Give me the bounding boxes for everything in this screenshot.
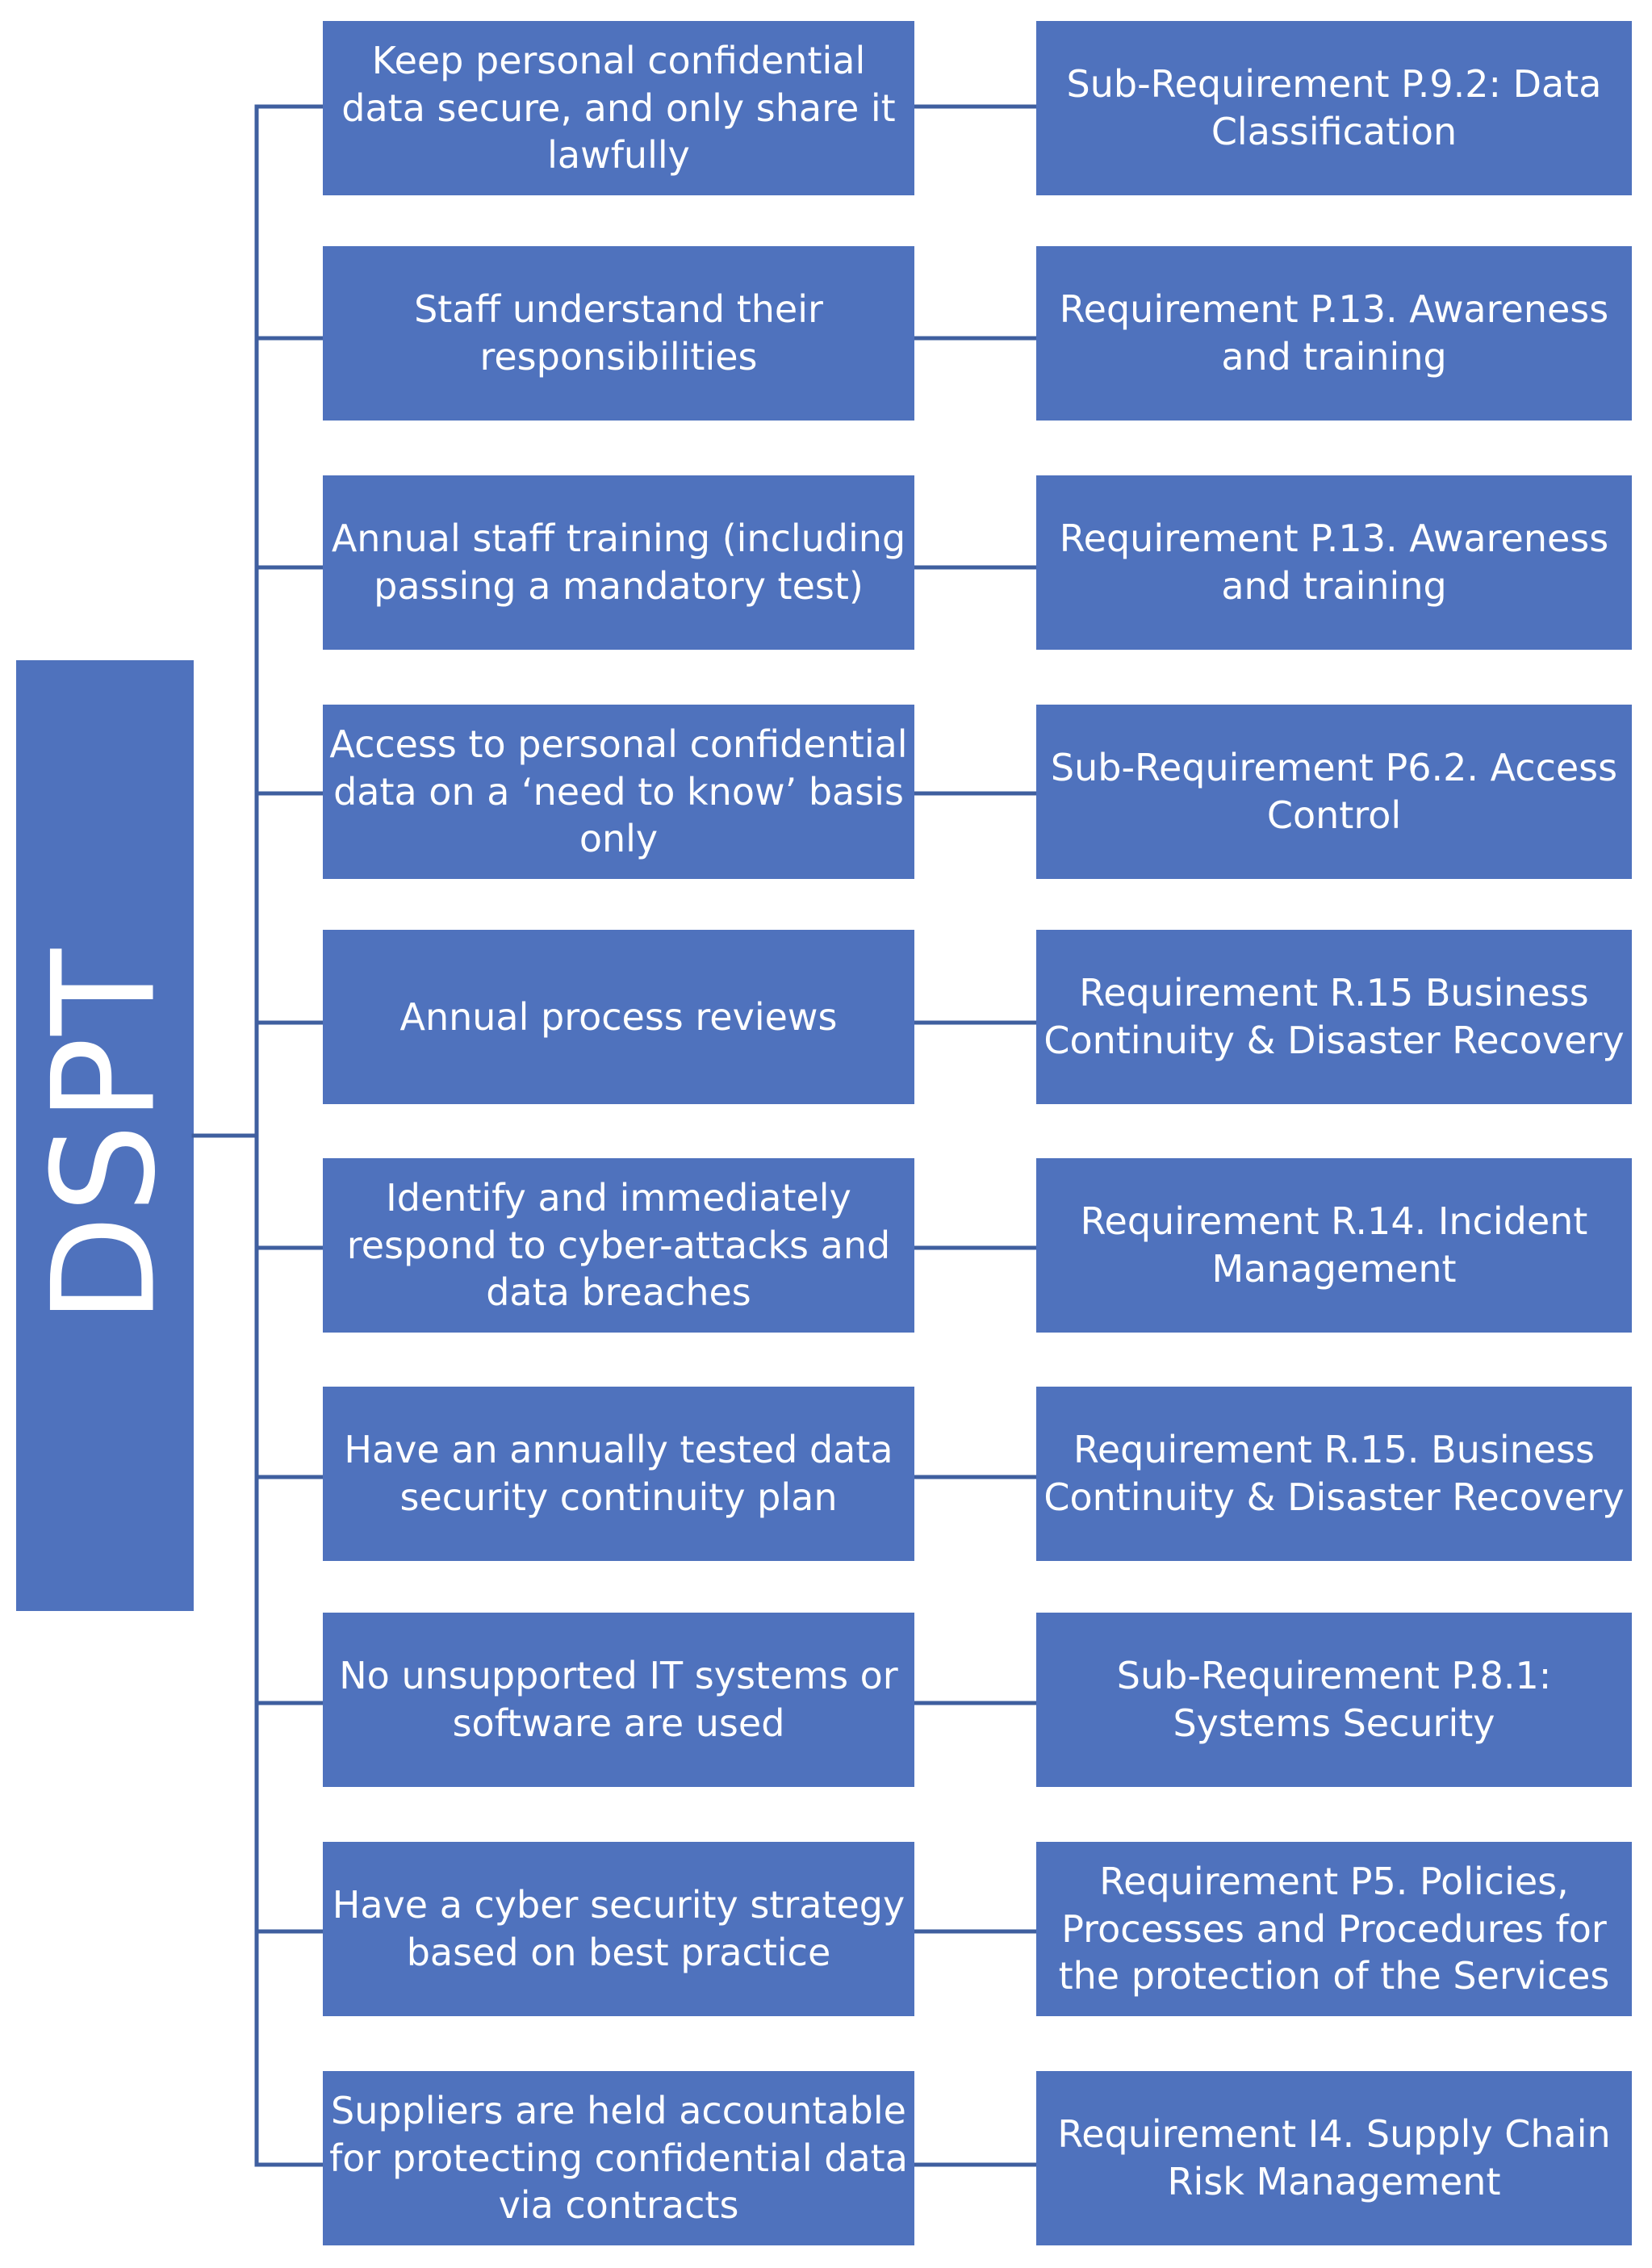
goal-box: Have an annually tested data security co… xyxy=(323,1387,914,1561)
requirement-box: Requirement R.15 Business Continuity & D… xyxy=(1036,930,1632,1104)
requirement-box: Requirement R.15. Business Continuity & … xyxy=(1036,1387,1632,1561)
goal-box: Keep personal confidential data secure, … xyxy=(323,21,914,195)
requirement-box: Sub-Requirement P.8.1: Systems Security xyxy=(1036,1613,1632,1787)
requirement-box: Requirement R.14. Incident Management xyxy=(1036,1158,1632,1333)
goal-box: No unsupported IT systems or software ar… xyxy=(323,1613,914,1787)
goal-box: Suppliers are held accountable for prote… xyxy=(323,2071,914,2245)
requirement-box: Requirement P5. Policies, Processes and … xyxy=(1036,1842,1632,2016)
root-node-dspt: DSPT xyxy=(16,660,194,1611)
goal-box: Access to personal confidential data on … xyxy=(323,705,914,879)
goal-box: Staff understand their responsibilities xyxy=(323,246,914,421)
requirement-box: Sub-Requirement P.9.2: Data Classificati… xyxy=(1036,21,1632,195)
requirement-box: Sub-Requirement P6.2. Access Control xyxy=(1036,705,1632,879)
requirement-box: Requirement I4. Supply Chain Risk Manage… xyxy=(1036,2071,1632,2245)
goal-box: Annual process reviews xyxy=(323,930,914,1104)
goal-box: Identify and immediately respond to cybe… xyxy=(323,1158,914,1333)
requirement-box: Requirement P.13. Awareness and training xyxy=(1036,475,1632,650)
requirement-box: Requirement P.13. Awareness and training xyxy=(1036,246,1632,421)
goal-box: Have a cyber security strategy based on … xyxy=(323,1842,914,2016)
goal-box: Annual staff training (including passing… xyxy=(323,475,914,650)
